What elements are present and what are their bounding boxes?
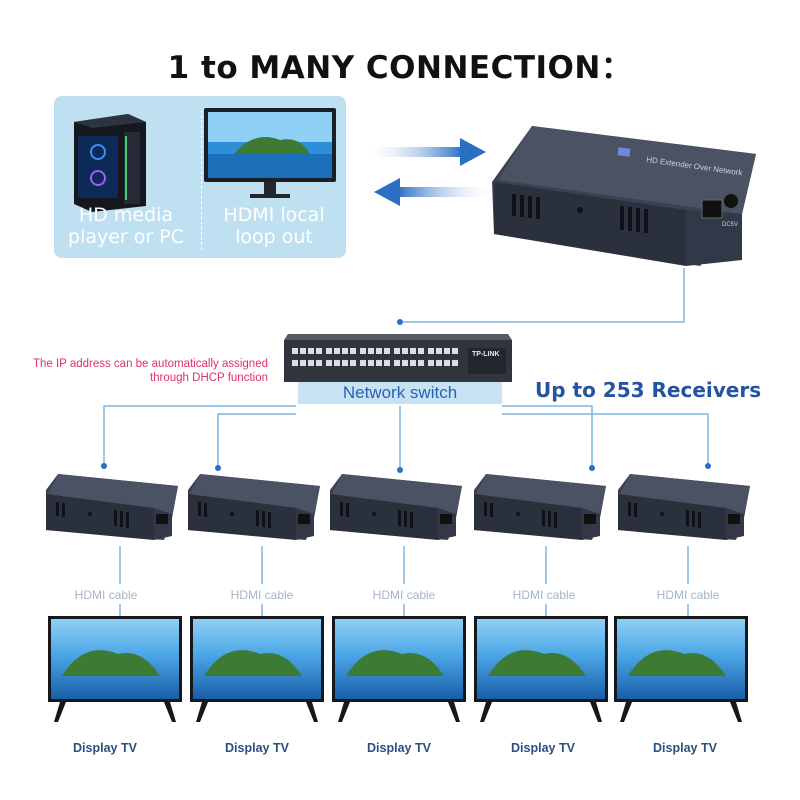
receiver-device-5 (618, 474, 750, 540)
display-tv-label: Display TV (225, 741, 289, 755)
ip-address-note: The IP address can be automatically assi… (32, 358, 268, 384)
display-tv-label: Display TV (367, 741, 431, 755)
transmitter-device: HD Extender Over Network DC5V (492, 126, 756, 266)
uplink-cable (400, 268, 685, 323)
hdmi-cable-label: HDMI cable (656, 588, 720, 602)
receiver-device-1 (46, 474, 178, 540)
source-panel: HD media player or PC HDMI local loop ou… (54, 96, 346, 258)
hdmi-cable-label: HDMI cable (74, 588, 138, 602)
display-tv-label: Display TV (653, 741, 717, 755)
display-tv-label: Display TV (511, 741, 575, 755)
pc-label: HD media player or PC (68, 204, 184, 248)
hdmi-cables (119, 546, 689, 618)
display-tv-5 (614, 616, 748, 722)
monitor-icon (204, 108, 336, 198)
receiver-device-3 (330, 474, 462, 540)
display-tv-label: Display TV (73, 741, 137, 755)
display-tv-2 (190, 616, 324, 722)
page-title: 1 to MANY CONNECTION： (167, 50, 633, 86)
panel-divider (201, 110, 202, 250)
loop-label: HDMI local loop out (223, 204, 325, 248)
receiver-device-2 (188, 474, 320, 540)
receiver-endpoint-dots (101, 463, 711, 473)
distribution-cables (103, 405, 709, 470)
network-switch-device: TP-LINK (284, 334, 512, 382)
network-switch-label: Network switch (298, 382, 502, 404)
display-tv-4 (474, 616, 608, 722)
receiver-device-4 (474, 474, 606, 540)
arrow-left-icon (374, 178, 498, 206)
source-devices-illustration (74, 108, 336, 212)
hdmi-cable-label: HDMI cable (372, 588, 436, 602)
display-tv-3 (332, 616, 466, 722)
receivers-count-label: Up to 253 Receivers (535, 378, 762, 402)
hdmi-cable-label: HDMI cable (230, 588, 294, 602)
pc-tower-icon (74, 114, 146, 212)
hdmi-cable-label: HDMI cable (512, 588, 576, 602)
svg-text:TP-LINK: TP-LINK (472, 351, 500, 358)
uplink-endpoint-dot (397, 319, 403, 325)
display-tv-1 (48, 616, 182, 722)
svg-text:DC5V: DC5V (722, 222, 738, 228)
arrow-right-icon (362, 138, 486, 166)
